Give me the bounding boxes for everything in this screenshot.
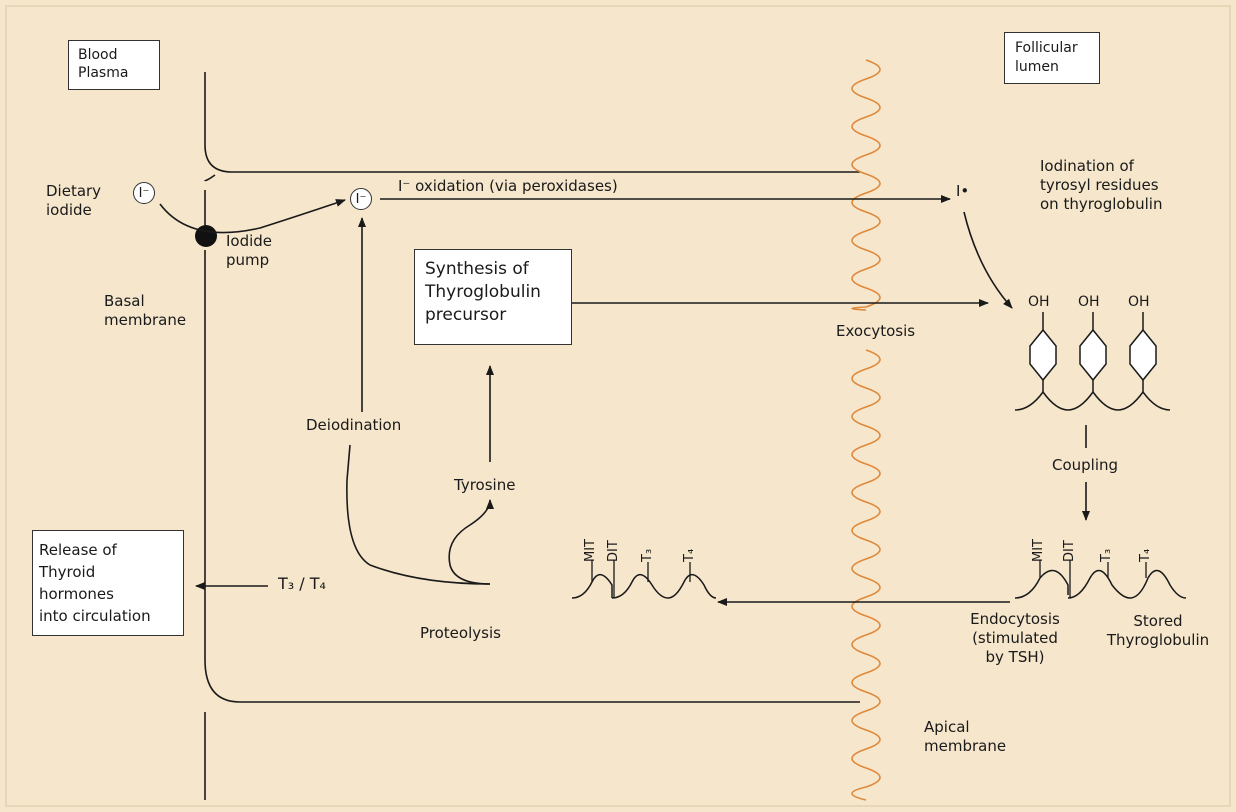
basal-membrane-line-1: Basal	[104, 292, 145, 310]
t3-label-internal: T₃	[640, 548, 655, 562]
endocytosis-line-3: by TSH)	[985, 648, 1045, 666]
deiodination-path	[346, 444, 491, 585]
oxidation-label: I⁻ oxidation (via peroxidases)	[398, 177, 618, 195]
blood-plasma-line-1: Blood	[78, 47, 118, 63]
tyrosyl-hexagons	[1029, 312, 1157, 392]
endocytosis-line-2: (stimulated	[972, 629, 1058, 647]
release-hormones-box: Release of Thyroid hormones into circula…	[32, 530, 184, 636]
tyrosine-label: Tyrosine	[454, 476, 516, 494]
release-line-2: Thyroid	[39, 563, 96, 581]
basal-membrane-label: Basal membrane	[104, 292, 186, 330]
deiodination-label: Deiodination	[306, 416, 402, 434]
dit-label-internal: DIT	[606, 540, 621, 562]
apical-membrane-wave-upper	[851, 59, 881, 311]
oh-label-2: OH	[1078, 294, 1100, 310]
oh-label-3: OH	[1128, 294, 1150, 310]
t3-label-stored: T₃	[1099, 548, 1114, 562]
t4-label-internal: T₄	[682, 548, 697, 562]
cell-wall-upper	[204, 174, 216, 182]
apical-membrane-line-2: membrane	[924, 737, 1007, 755]
iodination-line-3: on thyroglobulin	[1040, 195, 1163, 213]
background-border	[5, 5, 1231, 807]
iodide-pump-line-2: pump	[226, 251, 270, 269]
blood-plasma-label: Blood Plasma	[68, 40, 160, 90]
iodide-pump-line-1: Iodide	[226, 232, 273, 250]
dietary-iodide-ion: I⁻	[133, 182, 155, 204]
dietary-iodide-line-2: iodide	[46, 201, 92, 219]
mit-label-internal: MIT	[583, 539, 598, 562]
apical-membrane-line-1: Apical	[924, 718, 970, 736]
follicular-lumen-line-2: lumen	[1015, 59, 1059, 75]
synthesis-line-1: Synthesis of	[425, 259, 529, 279]
iodination-arrow	[963, 211, 1013, 309]
t4-label-stored: T₄	[1138, 548, 1153, 562]
release-line-1: Release of	[39, 541, 117, 559]
iodide-pump-dot	[195, 225, 217, 247]
dit-label-stored: DIT	[1062, 540, 1077, 562]
proteolysis-label: Proteolysis	[420, 624, 501, 642]
iodide-pump-label: Iodide pump	[226, 232, 272, 270]
endocytosis-label: Endocytosis (stimulated by TSH)	[960, 610, 1070, 667]
follicular-lumen-label: Follicular lumen	[1004, 32, 1100, 84]
release-line-4: into circulation	[39, 607, 151, 625]
mit-label-stored: MIT	[1031, 539, 1046, 562]
intracellular-iodide-ion: I⁻	[350, 188, 372, 210]
apical-membrane-label: Apical membrane	[924, 718, 1006, 756]
iodide-transport-arrow	[159, 199, 346, 234]
release-line-3: hormones	[39, 585, 114, 603]
dietary-iodide-label: Dietary iodide	[46, 182, 101, 220]
apical-membrane-wave-lower	[851, 349, 881, 801]
blood-plasma-line-2: Plasma	[78, 65, 129, 81]
exocytosis-label: Exocytosis	[836, 322, 916, 340]
oh-label-1: OH	[1028, 294, 1050, 310]
basal-membrane-line-2: membrane	[104, 311, 187, 329]
iodination-line-2: tyrosyl residues	[1040, 176, 1159, 194]
endocytosis-line-1: Endocytosis	[970, 610, 1060, 628]
tyrosine-branch	[448, 499, 494, 585]
t3-t4-label: T₃ / T₄	[278, 574, 326, 593]
iodination-label: Iodination of tyrosyl residues on thyrog…	[1040, 157, 1162, 214]
stored-thyroglobulin-line-1: Stored	[1133, 612, 1183, 630]
synthesis-precursor-box: Synthesis of Thyroglobulin precursor	[414, 249, 572, 345]
basal-membrane-line	[204, 72, 860, 173]
iodine-radical-label: I•	[956, 182, 970, 200]
stored-thyroglobulin-label: Stored Thyroglobulin	[1098, 612, 1218, 650]
stored-thyroglobulin-line-2: Thyroglobulin	[1106, 631, 1210, 649]
coupling-label: Coupling	[1052, 456, 1119, 474]
synthesis-line-2: Thyroglobulin	[425, 282, 541, 302]
dietary-iodide-line-1: Dietary	[46, 182, 102, 200]
synthesis-line-3: precursor	[425, 305, 507, 325]
iodination-line-1: Iodination of	[1040, 157, 1134, 175]
thyroglobulin-chain-upper	[1014, 390, 1171, 411]
basal-membrane-line-2	[204, 250, 860, 703]
follicular-lumen-line-1: Follicular	[1015, 40, 1078, 56]
